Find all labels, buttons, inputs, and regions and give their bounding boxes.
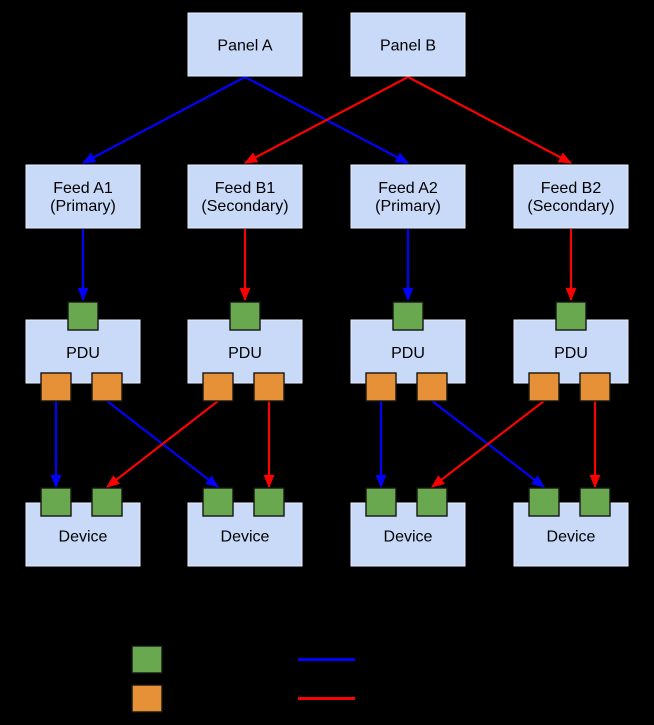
svg-text:Feed A1: Feed A1 bbox=[53, 180, 113, 197]
svg-text:Device: Device bbox=[59, 529, 108, 546]
svg-text:(Primary): (Primary) bbox=[50, 198, 116, 215]
svg-text:Device: Device bbox=[384, 529, 433, 546]
svg-text:PDU: PDU bbox=[228, 345, 262, 362]
svg-text:(Secondary): (Secondary) bbox=[201, 198, 288, 215]
svg-text:Device: Device bbox=[547, 529, 596, 546]
svg-text:Device: Device bbox=[221, 529, 270, 546]
svg-text:Feed B1: Feed B1 bbox=[215, 180, 276, 197]
svg-text:PDU: PDU bbox=[66, 345, 100, 362]
svg-text:Feed A2: Feed A2 bbox=[378, 180, 438, 197]
svg-text:PDU: PDU bbox=[554, 345, 588, 362]
svg-text:Panel A: Panel A bbox=[217, 37, 272, 54]
svg-text:(Secondary): (Secondary) bbox=[527, 198, 614, 215]
svg-text:Panel B: Panel B bbox=[380, 37, 436, 54]
svg-text:Feed B2: Feed B2 bbox=[541, 180, 602, 197]
svg-text:PDU: PDU bbox=[391, 345, 425, 362]
svg-text:(Primary): (Primary) bbox=[375, 198, 441, 215]
